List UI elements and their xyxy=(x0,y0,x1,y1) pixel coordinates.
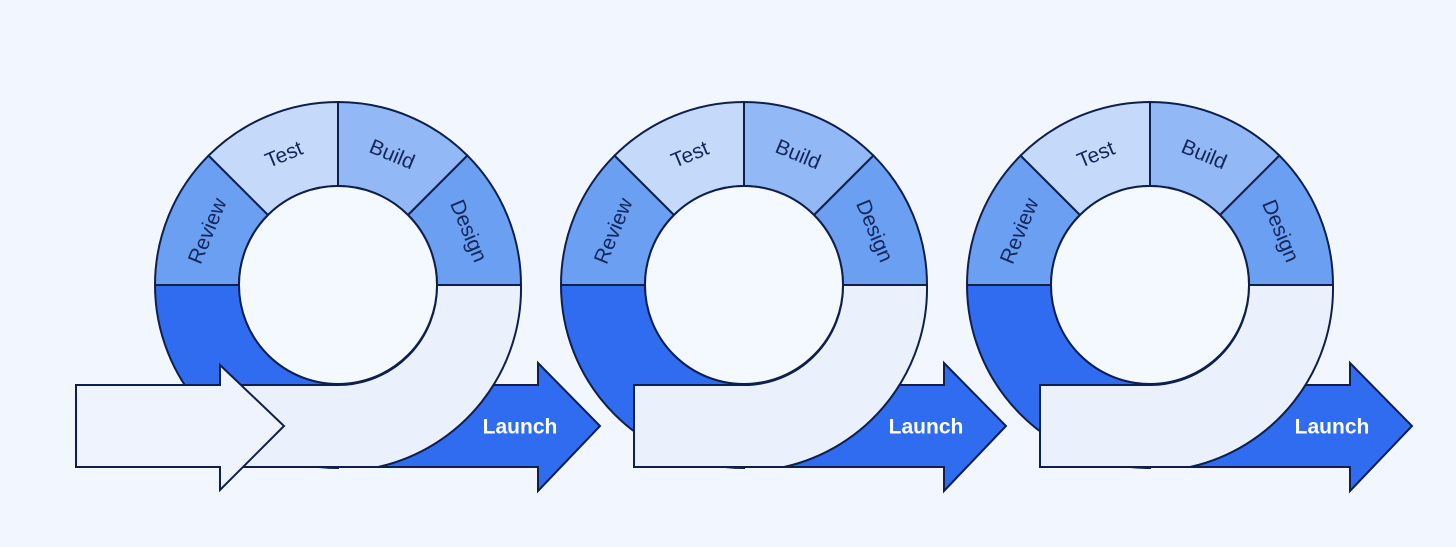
ring-center-hole xyxy=(1050,185,1250,385)
ring-center-hole xyxy=(238,185,438,385)
launch-label: Launch xyxy=(1295,416,1370,439)
launch-label: Launch xyxy=(483,416,558,439)
entry-arrow xyxy=(75,362,286,493)
ring-center-hole xyxy=(644,185,844,385)
launch-label: Launch xyxy=(889,416,964,439)
